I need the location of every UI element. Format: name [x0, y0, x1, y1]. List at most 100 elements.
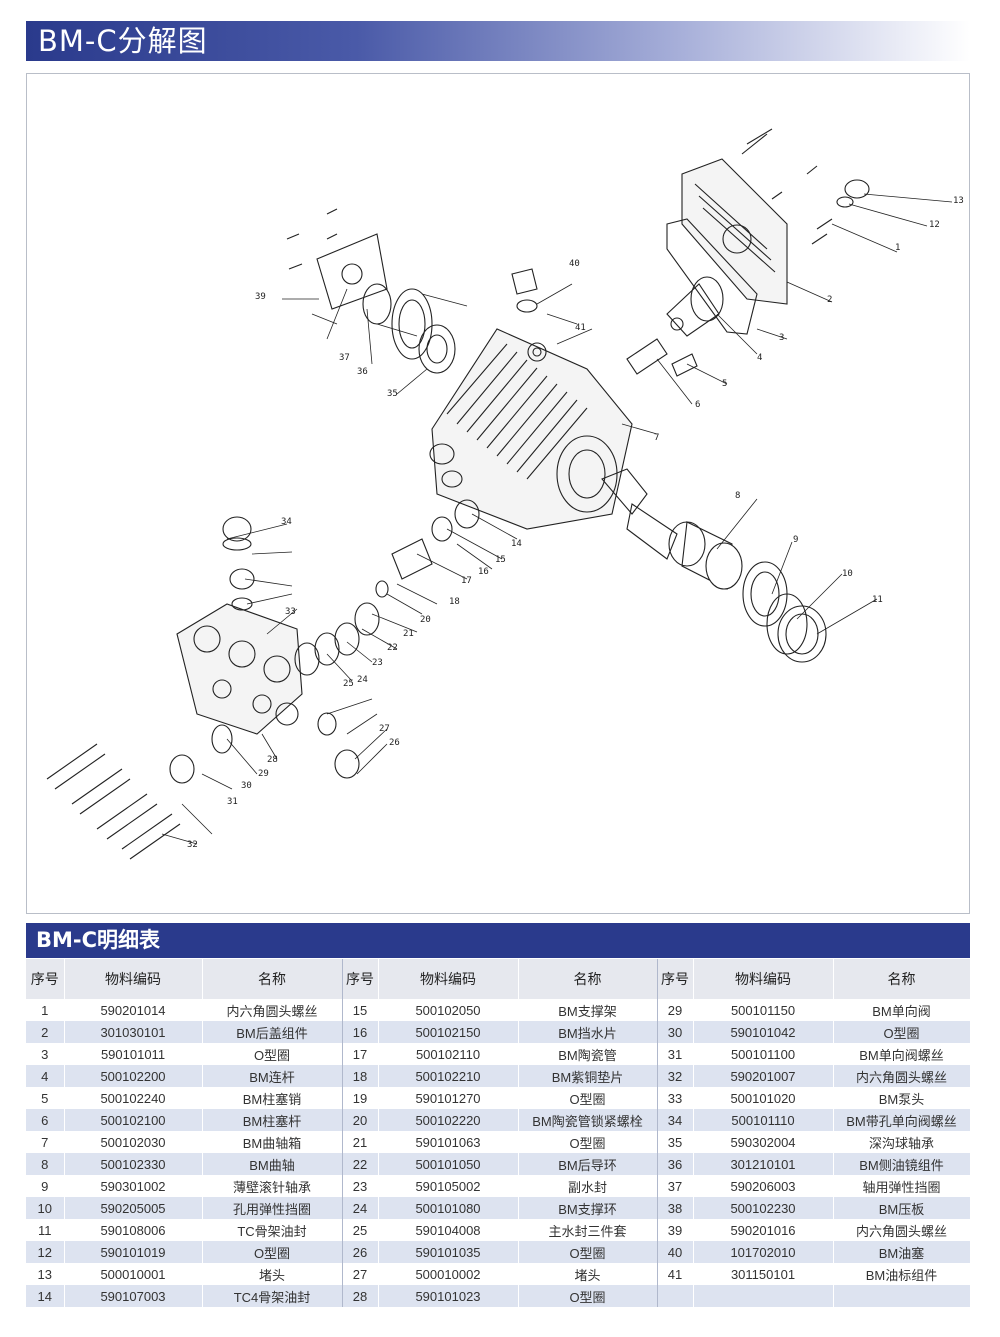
plug-b: [334, 749, 360, 779]
code-cell: 500102100: [64, 1109, 203, 1131]
code-cell: 590101023: [378, 1285, 519, 1307]
code-cell: 590201016: [693, 1219, 834, 1241]
index-cell: 36: [657, 1153, 694, 1175]
name-cell: O型圈: [518, 1285, 658, 1307]
check-valve-screw-hole: [222, 516, 252, 542]
retaining-ring: [766, 593, 808, 655]
main-water-seal: [294, 642, 320, 676]
code-cell: 590104008: [378, 1219, 519, 1241]
rear-cover: [681, 158, 788, 305]
index-cell: 32: [657, 1065, 694, 1087]
name-cell: BM后导环: [518, 1153, 658, 1175]
index-cell: 14: [26, 1285, 65, 1307]
name-cell: BM侧油镜组件: [833, 1153, 971, 1175]
callout-label-22: 22: [387, 643, 398, 653]
header-cell: 序号: [26, 959, 65, 999]
code-cell: 590101270: [378, 1087, 519, 1109]
callout-label-24: 24: [357, 675, 368, 685]
callout-label-37: 37: [339, 353, 350, 363]
callout-label-28: 28: [267, 755, 278, 765]
name-cell: 堵头: [202, 1263, 343, 1285]
callout-label-21: 21: [403, 629, 414, 639]
callout-label-5: 5: [722, 379, 727, 389]
callout-label-18: 18: [449, 597, 460, 607]
name-cell: BM柱塞销: [202, 1087, 343, 1109]
pump-head: [176, 603, 303, 735]
exploded-view-drawing: 1234567891011121314151617182021222324252…: [46, 128, 964, 860]
index-cell: 18: [342, 1065, 379, 1087]
code-cell: [693, 1285, 834, 1307]
index-cell: 39: [657, 1219, 694, 1241]
index-cell: 1: [26, 999, 65, 1021]
code-cell: 500010002: [378, 1263, 519, 1285]
code-cell: 500102220: [378, 1109, 519, 1131]
callout-label-20: 20: [420, 615, 431, 625]
oil-seal: [777, 605, 827, 663]
callout-label-11: 11: [872, 595, 883, 605]
callout-label-35: 35: [387, 389, 398, 399]
callout-label-13: 13: [953, 196, 964, 206]
index-cell: 26: [342, 1241, 379, 1263]
index-cell: 9: [26, 1175, 65, 1197]
callout-label-26: 26: [389, 738, 400, 748]
name-cell: BM紫铜垫片: [518, 1065, 658, 1087]
plunger-pin: [671, 353, 698, 377]
connecting-rod: [666, 276, 724, 337]
index-cell: 4: [26, 1065, 65, 1087]
name-cell: BM单向阀螺丝: [833, 1043, 971, 1065]
name-cell: BM柱塞杆: [202, 1109, 343, 1131]
callout-label-17: 17: [461, 576, 472, 586]
code-cell: 301210101: [693, 1153, 834, 1175]
name-cell: 深沟球轴承: [833, 1131, 971, 1153]
index-cell: 34: [657, 1109, 694, 1131]
callout-label-1: 1: [895, 243, 900, 253]
callout-label-32: 32: [187, 840, 198, 850]
name-cell: [833, 1285, 971, 1307]
callout-label-7: 7: [654, 433, 659, 443]
ball-bearing: [418, 324, 456, 374]
code-cell: 590101042: [693, 1021, 834, 1043]
header-cell: 物料编码: [378, 959, 519, 999]
name-cell: O型圈: [833, 1021, 971, 1043]
name-cell: 堵头: [518, 1263, 658, 1285]
index-cell: 15: [342, 999, 379, 1021]
index-cell: 28: [342, 1285, 379, 1307]
callout-label-23: 23: [372, 658, 383, 668]
callout-label-3: 3: [779, 333, 784, 343]
index-cell: 2: [26, 1021, 65, 1043]
code-cell: 500102200: [64, 1065, 203, 1087]
code-cell: 590101035: [378, 1241, 519, 1263]
name-cell: 内六角圆头螺丝: [833, 1219, 971, 1241]
check-valve-screw: [169, 754, 195, 784]
check-valve-bottom: [211, 724, 233, 754]
name-cell: BM支撑环: [518, 1197, 658, 1219]
name-cell: BM油塞: [833, 1241, 971, 1263]
code-cell: 301150101: [693, 1263, 834, 1285]
callout-label-36: 36: [357, 367, 368, 377]
code-cell: 590101063: [378, 1131, 519, 1153]
code-cell: 590205005: [64, 1197, 203, 1219]
name-cell: BM泵头: [833, 1087, 971, 1109]
page-title: BM-C分解图: [38, 24, 208, 58]
callout-label-40: 40: [569, 259, 580, 269]
header-cell: 序号: [657, 959, 694, 999]
name-cell: 内六角圆头螺丝: [202, 999, 343, 1021]
ceramic-tube-lock-bolt: [375, 580, 389, 598]
index-cell: 6: [26, 1109, 65, 1131]
callout-label-31: 31: [227, 797, 238, 807]
name-cell: BM曲轴: [202, 1153, 343, 1175]
index-cell: 13: [26, 1263, 65, 1285]
index-cell: 30: [657, 1021, 694, 1043]
code-cell: 500102210: [378, 1065, 519, 1087]
code-cell: 500102240: [64, 1087, 203, 1109]
name-cell: 副水封: [518, 1175, 658, 1197]
